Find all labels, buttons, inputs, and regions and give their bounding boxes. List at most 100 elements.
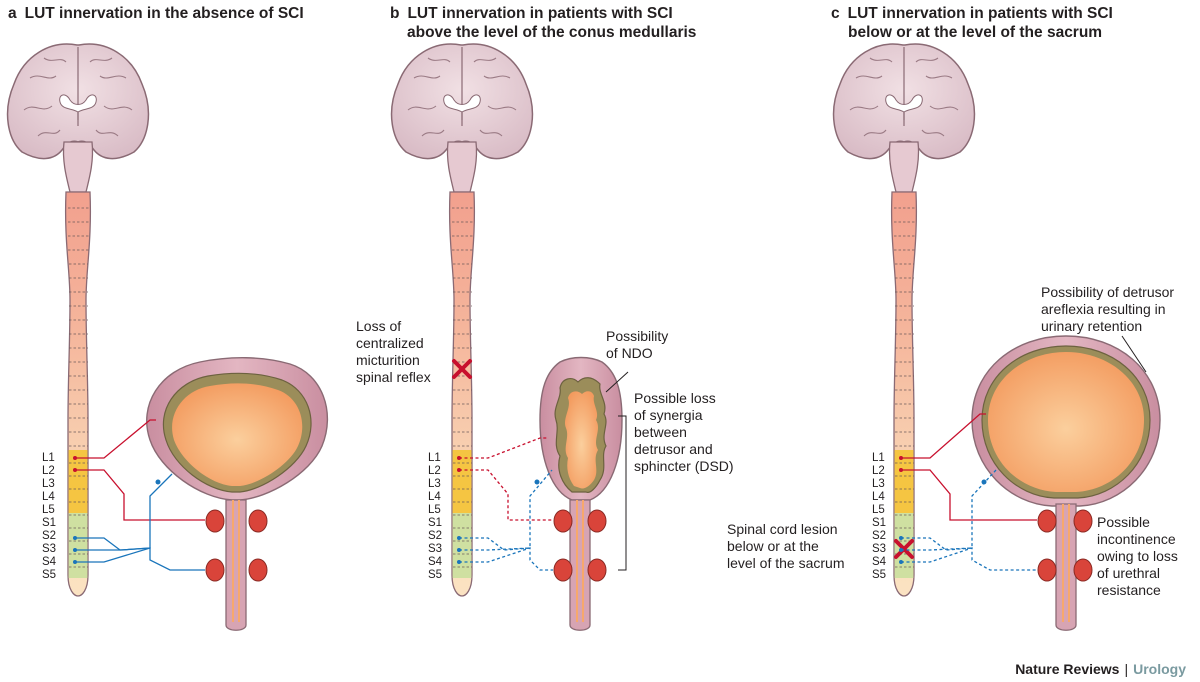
annotation-line: spinal reflex xyxy=(356,369,431,385)
annotation-line: Possibility of detrusor xyxy=(1041,284,1175,300)
panel-c-afferent-nerves xyxy=(901,469,1037,571)
panel-b-brainstem xyxy=(446,141,478,193)
panel-b-drawing xyxy=(390,43,629,631)
annotation-line: areflexia resulting in xyxy=(1041,301,1166,317)
segment-label: L3 xyxy=(42,478,55,490)
segment-label: S1 xyxy=(42,517,57,529)
segment-label: S4 xyxy=(428,556,443,568)
segment-label: S5 xyxy=(872,569,887,581)
annotation-line: Spinal cord lesion xyxy=(727,521,838,537)
journal-credit: Nature Reviews|Urology xyxy=(1015,661,1186,677)
panel-b-title: b LUT innervation in patients with SCI ab… xyxy=(390,4,696,42)
annotation-line: incontinence xyxy=(1097,531,1176,547)
panel-b-annotation-ndo: Possibility of NDO xyxy=(606,328,668,362)
panel-c-spinal-cord xyxy=(890,191,918,597)
panel-c-title-line-2: below or at the level of the sacrum xyxy=(848,24,1103,41)
segment-label: S5 xyxy=(42,569,57,581)
panel-b-annotation-reflex-loss: Loss of centralized micturition spinal r… xyxy=(356,318,431,386)
annotation-line: micturition xyxy=(356,352,420,368)
segment-label: L4 xyxy=(428,491,441,503)
panel-c-segment-labels: L1 L2 L3 L4 L5 S1 S2 S3 S4 S5 xyxy=(872,452,886,582)
segment-label: L5 xyxy=(428,504,441,516)
panel-a-brain xyxy=(6,43,150,160)
annotation-line: detrusor and xyxy=(634,441,713,457)
segment-label: L3 xyxy=(872,478,885,490)
panel-c-title: c LUT innervation in patients with SCI be… xyxy=(831,4,1113,42)
panel-a-title: a LUT innervation in the absence of SCI xyxy=(8,4,304,23)
annotation-line: sphincter (DSD) xyxy=(634,458,734,474)
segment-label: L2 xyxy=(428,465,441,477)
panel-c-retention-leader xyxy=(1121,335,1147,373)
segment-label: S3 xyxy=(872,543,887,555)
panel-c-annotation-lesion: Spinal cord lesion below or at the level… xyxy=(727,521,845,572)
annotation-line: below or at the xyxy=(727,538,819,554)
panel-c-bladder xyxy=(971,335,1161,631)
panel-b-letter: b xyxy=(390,5,400,22)
segment-label: L5 xyxy=(872,504,885,516)
credit-separator: | xyxy=(1124,661,1129,677)
panel-a-nerves xyxy=(73,419,205,571)
panel-b-dsd-bracket xyxy=(618,415,627,571)
journal-name: Urology xyxy=(1133,661,1186,677)
panel-c-annotation-retention: Possibility of detrusor areflexia result… xyxy=(1041,284,1174,335)
annotation-line: centralized xyxy=(356,335,424,351)
segment-label: L2 xyxy=(42,465,55,477)
segment-label: L1 xyxy=(42,452,55,464)
panel-a-spinal-cord xyxy=(64,191,92,597)
panel-c-efferent-nerves xyxy=(901,413,1037,521)
segment-label: S1 xyxy=(428,517,443,529)
panel-c-brainstem xyxy=(888,141,920,193)
segment-label: L2 xyxy=(872,465,885,477)
annotation-line: Possibility xyxy=(606,328,669,344)
panel-b-spinal-cord xyxy=(448,191,476,597)
annotation-line: of synergia xyxy=(634,407,703,423)
segment-label: S3 xyxy=(428,543,443,555)
segment-label: L3 xyxy=(428,478,441,490)
panel-c-title-line-1: LUT innervation in patients with SCI xyxy=(847,5,1113,22)
segment-label: S2 xyxy=(872,530,887,542)
segment-label: S4 xyxy=(872,556,887,568)
segment-label: L4 xyxy=(42,491,55,503)
annotation-line: Possible loss xyxy=(634,390,716,406)
panel-a-title-line-1: LUT innervation in the absence of SCI xyxy=(24,5,304,22)
panel-b-annotation-dsd: Possible loss of synergia between detrus… xyxy=(634,390,734,475)
panel-b-nerve-terminals xyxy=(457,456,540,564)
panel-b-nerves xyxy=(459,437,553,571)
panel-b-title-line-2: above the level of the conus medullaris xyxy=(407,24,697,41)
segment-label: S4 xyxy=(42,556,57,568)
panel-b-brain xyxy=(390,43,534,160)
panel-b-bladder xyxy=(539,356,623,631)
panel-a-letter: a xyxy=(8,5,17,22)
panel-c-drawing xyxy=(832,43,1161,631)
segment-label: S2 xyxy=(42,530,57,542)
panel-b-segment-labels: L1 L2 L3 L4 L5 S1 S2 S3 S4 S5 xyxy=(428,452,442,582)
annotation-line: Loss of xyxy=(356,318,402,334)
segment-label: L5 xyxy=(42,504,55,516)
panel-c-nerve-terminals xyxy=(899,456,987,564)
annotation-line: of NDO xyxy=(606,345,653,361)
annotation-line: Possible xyxy=(1097,514,1150,530)
segment-label: L4 xyxy=(872,491,885,503)
publisher-name: Nature Reviews xyxy=(1015,661,1120,677)
annotation-line: level of the sacrum xyxy=(727,555,845,571)
panel-b-ndo-leader xyxy=(605,371,629,393)
panel-a-bladder xyxy=(146,357,329,631)
panel-a-segment-labels: L1 L2 L3 L4 L5 S1 S2 S3 S4 S5 xyxy=(42,452,56,582)
panel-a-brainstem xyxy=(62,141,94,193)
annotation-line: owing to loss xyxy=(1097,548,1178,564)
segment-label: L1 xyxy=(428,452,441,464)
segment-label: S2 xyxy=(428,530,443,542)
panel-c-letter: c xyxy=(831,5,840,22)
panel-b-title-line-1: LUT innervation in patients with SCI xyxy=(407,5,673,22)
panel-c-annotation-incontinence: Possible incontinence owing to loss of u… xyxy=(1097,514,1178,599)
panel-b-lesion-mark xyxy=(452,359,472,379)
segment-label: L1 xyxy=(872,452,885,464)
panel-c-lesion-mark xyxy=(894,539,914,559)
annotation-line: urinary retention xyxy=(1041,318,1143,334)
segment-label: S3 xyxy=(42,543,57,555)
annotation-line: resistance xyxy=(1097,582,1161,598)
annotation-line: of urethral xyxy=(1097,565,1161,581)
segment-label: S1 xyxy=(872,517,887,529)
